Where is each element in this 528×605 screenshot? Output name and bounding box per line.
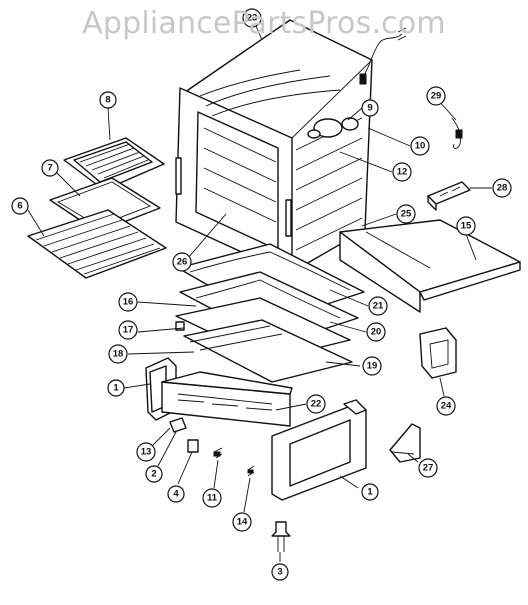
- callout-23: 23: [242, 8, 262, 28]
- callout-19: 19: [362, 356, 382, 376]
- svg-text:24: 24: [441, 401, 452, 412]
- callout-12: 12: [392, 162, 412, 182]
- small-hardware: [169, 417, 291, 552]
- svg-text:2: 2: [151, 469, 156, 480]
- svg-text:25: 25: [401, 209, 412, 220]
- callout-27: 27: [418, 458, 438, 478]
- svg-text:3: 3: [277, 567, 282, 578]
- lower-panels: [175, 243, 365, 383]
- callout-2: 2: [145, 465, 163, 483]
- svg-text:22: 22: [311, 399, 322, 410]
- svg-text:7: 7: [47, 163, 52, 174]
- wire-harness: [359, 27, 407, 85]
- callout-29: 29: [426, 86, 446, 106]
- callout-9: 9: [361, 99, 379, 117]
- svg-text:15: 15: [461, 221, 472, 232]
- callout-15: 15: [456, 216, 476, 236]
- rack-support: [427, 181, 471, 211]
- callout-11: 11: [202, 488, 222, 508]
- callout-17: 17: [118, 320, 138, 340]
- power-cord: [451, 117, 463, 149]
- leader-lines: [27, 25, 492, 562]
- watermark: AppliancePartsPros.com: [82, 6, 446, 41]
- svg-text:9: 9: [367, 103, 372, 114]
- svg-text:1: 1: [367, 487, 373, 498]
- callout-7: 7: [41, 159, 59, 177]
- callout-14: 14: [232, 512, 252, 532]
- svg-text:28: 28: [497, 183, 508, 194]
- drawer-glide: [161, 371, 293, 427]
- vent-duct: [419, 327, 457, 379]
- callout-13: 13: [136, 442, 156, 462]
- svg-text:16: 16: [123, 297, 134, 308]
- svg-text:12: 12: [397, 167, 408, 178]
- callout-24: 24: [436, 396, 456, 416]
- svg-text:10: 10: [415, 141, 426, 152]
- svg-text:6: 6: [17, 201, 22, 212]
- svg-text:18: 18: [113, 349, 124, 360]
- callout-1-left: 1: [107, 379, 125, 397]
- callout-10: 10: [410, 136, 430, 156]
- svg-text:4: 4: [173, 489, 179, 500]
- oven-cabinet: [175, 19, 373, 276]
- callout-25: 25: [396, 204, 416, 224]
- callout-4: 4: [167, 485, 185, 503]
- svg-text:26: 26: [177, 257, 188, 268]
- svg-text:19: 19: [367, 361, 378, 372]
- drawer-front: [271, 399, 367, 501]
- callout-6: 6: [11, 197, 29, 215]
- callout-26: 26: [172, 252, 192, 272]
- oven-rack: [27, 209, 167, 279]
- svg-text:21: 21: [373, 301, 384, 312]
- svg-text:29: 29: [431, 91, 442, 102]
- svg-text:8: 8: [105, 95, 110, 106]
- rear-panel: [339, 219, 521, 313]
- broiler-grid: [63, 137, 165, 191]
- control-knobs: [307, 117, 359, 139]
- callout-28: 28: [492, 178, 512, 198]
- svg-text:27: 27: [423, 463, 434, 474]
- svg-text:11: 11: [207, 493, 218, 504]
- callout-18: 18: [108, 344, 128, 364]
- svg-text:13: 13: [141, 447, 152, 458]
- svg-text:17: 17: [123, 325, 134, 336]
- callout-8: 8: [99, 91, 117, 109]
- svg-text:23: 23: [247, 13, 258, 24]
- callout-3: 3: [271, 563, 289, 581]
- bracket: [389, 423, 421, 463]
- svg-text:20: 20: [371, 327, 382, 338]
- callout-1-right: 1: [361, 483, 379, 501]
- svg-text:1: 1: [113, 383, 119, 394]
- callout-20: 20: [366, 322, 386, 342]
- svg-text:14: 14: [237, 517, 248, 528]
- callout-16: 16: [118, 292, 138, 312]
- callouts: 23 8 9 29 10 7 12 6 28 26 25 15 16 21 17…: [11, 8, 512, 581]
- callout-21: 21: [368, 296, 388, 316]
- callout-22: 22: [306, 394, 326, 414]
